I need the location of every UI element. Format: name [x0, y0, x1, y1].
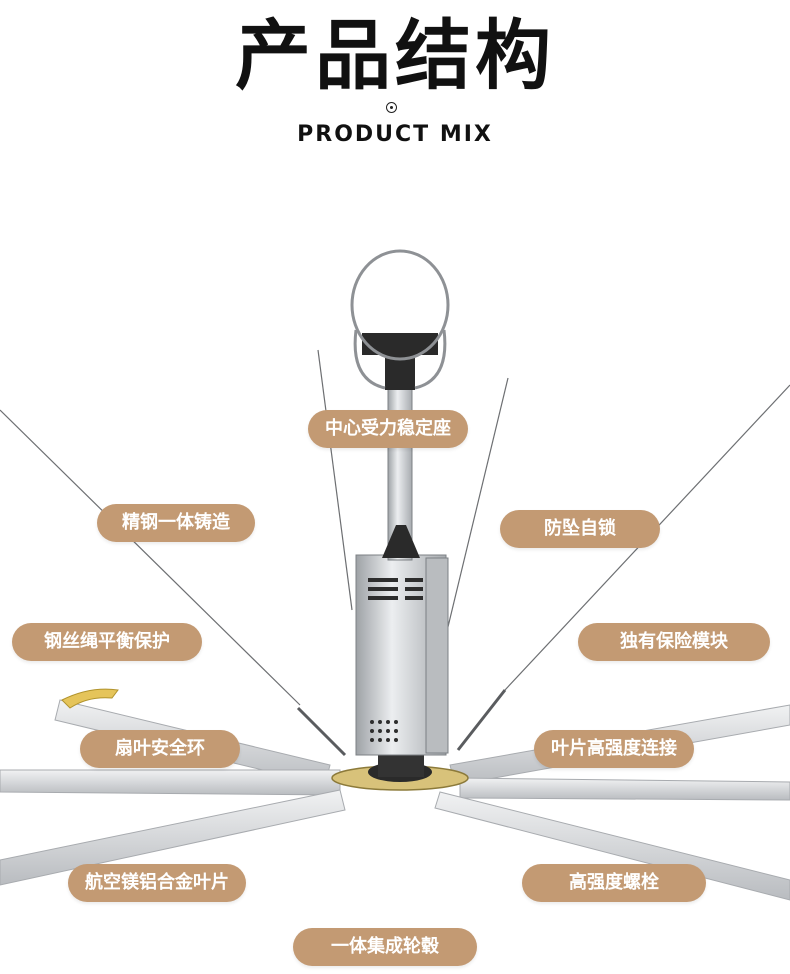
label-safety-module: 独有保险模块: [578, 623, 770, 661]
label-aluminum-blade: 航空镁铝合金叶片: [68, 864, 246, 902]
label-blade-connect: 叶片高强度连接: [534, 730, 694, 768]
label-bolts: 高强度螺栓: [522, 864, 706, 902]
label-steel-casting: 精钢一体铸造: [97, 504, 255, 542]
label-wheel-hub: 一体集成轮毂: [293, 928, 477, 966]
page-title: 产品结构: [235, 11, 555, 100]
page-subtitle: PRODUCT MIX: [297, 122, 493, 147]
label-blade-ring: 扇叶安全环: [80, 730, 240, 768]
target-icon: [386, 102, 397, 113]
label-center-mount: 中心受力稳定座: [308, 410, 468, 448]
label-wire-balance: 钢丝绳平衡保护: [12, 623, 202, 661]
label-anti-fall: 防坠自锁: [500, 510, 660, 548]
